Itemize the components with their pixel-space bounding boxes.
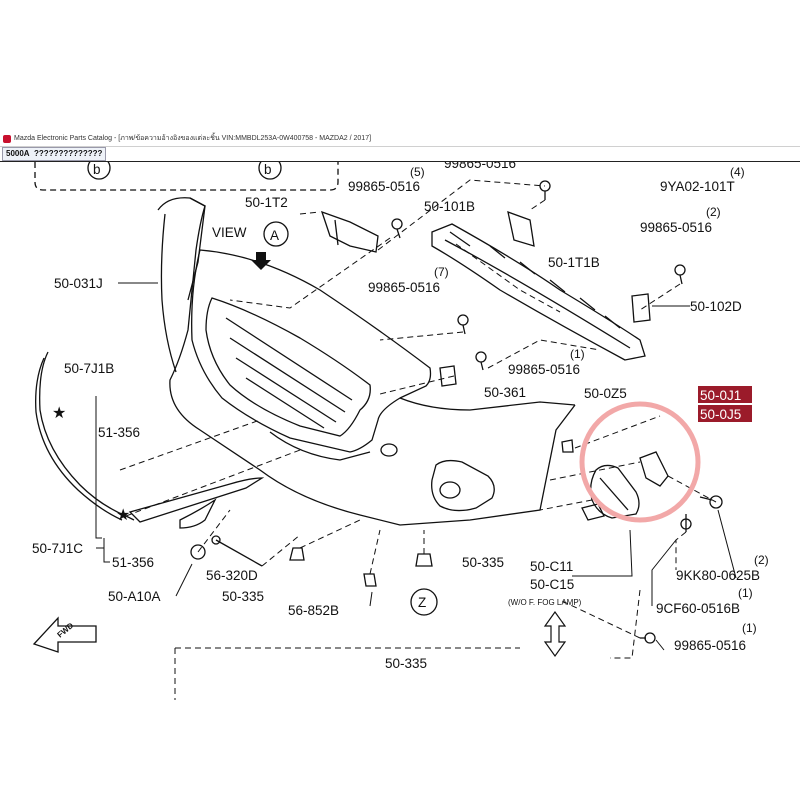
part-label[interactable]: 50-361	[484, 385, 526, 400]
part-label[interactable]: 56-320D	[206, 568, 258, 583]
part-label[interactable]: 99865-0516	[674, 638, 746, 653]
part-label[interactable]: 50-101B	[424, 199, 475, 214]
fog-lamp-note: (W/O F. FOG LAMP)	[508, 598, 582, 607]
star-icon: ★	[52, 405, 66, 422]
part-label[interactable]: 50-335	[222, 589, 264, 604]
qty-p26: (2)	[754, 553, 769, 567]
part-label[interactable]: 50-1T1B	[548, 255, 600, 270]
section-bar: 5000A ??????????????	[0, 147, 800, 162]
window-title: Mazda Electronic Parts Catalog - [ภาพ/ข้…	[14, 135, 372, 142]
qty-p5: (2)	[706, 205, 721, 219]
part-label[interactable]: 9YA02-101T	[660, 179, 735, 194]
qty-p10: (1)	[570, 347, 585, 361]
qty-p27: (1)	[738, 586, 753, 600]
parts-diagram[interactable]: ★ ★ b b 99865-0516 (5) 99865-0516 (4) 9Y…	[0, 156, 800, 800]
ref-z: Z	[418, 595, 426, 610]
fwd-arrow-icon	[32, 616, 97, 653]
partial-label-bottom: 50-335	[385, 656, 427, 671]
part-label[interactable]: 99865-0516	[508, 362, 580, 377]
qty-p2: (5)	[410, 165, 425, 179]
app-icon	[3, 135, 11, 143]
highlight-circle-marker	[579, 401, 701, 523]
part-label[interactable]: 50-031J	[54, 276, 103, 291]
highlight-box-50-0J1	[698, 386, 752, 403]
part-label[interactable]: 99865-0516	[348, 179, 420, 194]
double-arrow-icon	[543, 610, 567, 658]
window-titlebar: Mazda Electronic Parts Catalog - [ภาพ/ข้…	[0, 132, 800, 147]
ref-b-left: b	[93, 162, 101, 177]
view-marker: A	[270, 228, 279, 243]
part-label-highlighted[interactable]: 50-0J5	[700, 407, 741, 422]
part-label[interactable]: 99865-0516	[368, 280, 440, 295]
part-label[interactable]: 50-102D	[690, 299, 742, 314]
diagram-svg: ★ ★ b b 99865-0516 (5) 99865-0516 (4) 9Y…	[32, 156, 769, 700]
part-label[interactable]: 50-7J1C	[32, 541, 83, 556]
part-label[interactable]: 56-852B	[288, 603, 339, 618]
highlight-box-50-0J5	[698, 405, 752, 422]
part-label[interactable]: 50-C15	[530, 577, 574, 592]
part-label[interactable]: 51-356	[98, 425, 140, 440]
part-label[interactable]: 50-1T2	[245, 195, 288, 210]
qty-p28: (1)	[742, 621, 757, 635]
partial-label-top: 99865-0516	[444, 162, 516, 171]
part-label[interactable]: 50-7J1B	[64, 361, 114, 376]
part-label[interactable]: 50-335	[462, 555, 504, 570]
section-code: 5000A	[6, 149, 30, 158]
part-label[interactable]: 99865-0516	[640, 220, 712, 235]
view-arrow-icon	[251, 252, 271, 270]
part-label-highlighted[interactable]: 50-0J1	[700, 388, 741, 403]
part-label[interactable]: 9KK80-0625B	[676, 568, 760, 583]
section-code-field[interactable]: 5000A ??????????????	[2, 147, 107, 161]
part-label[interactable]: 50-C11	[530, 559, 573, 574]
star-icon: ★	[116, 507, 130, 524]
qty-p8: (7)	[434, 265, 449, 279]
part-label[interactable]: 50-0Z5	[584, 386, 627, 401]
qty-p4: (4)	[730, 165, 745, 179]
part-label[interactable]: 51-356	[112, 555, 154, 570]
view-label: VIEW	[212, 225, 247, 240]
ref-b-right: b	[264, 162, 272, 177]
part-label[interactable]: 9CF60-0516B	[656, 601, 740, 616]
section-name: ??????????????	[34, 149, 103, 158]
part-label[interactable]: 50-A10A	[108, 589, 161, 604]
